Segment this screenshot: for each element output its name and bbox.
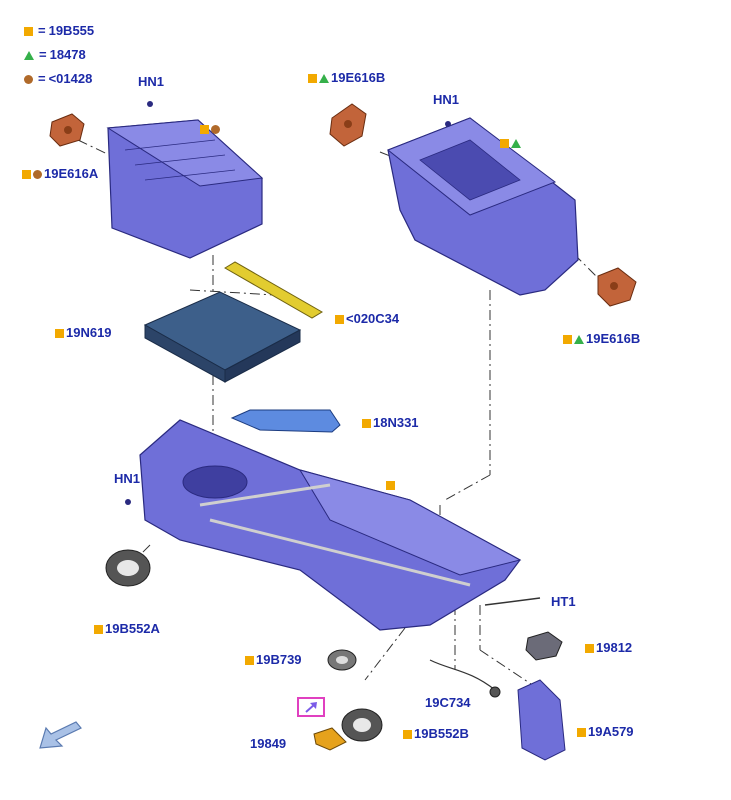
callout-19e616b-top[interactable]: 19E616B (308, 71, 385, 85)
upper-right-housing (387, 117, 579, 296)
square-marker-icon (308, 74, 317, 84)
markers-upper-left-housing (200, 122, 222, 136)
triangle-marker-icon (511, 139, 521, 149)
square-marker-icon (403, 730, 412, 740)
callout-hn1-upper-right[interactable]: HN1 (433, 92, 460, 107)
square-marker-icon (200, 125, 209, 135)
marker-main-housing (386, 478, 397, 492)
square-marker-icon (563, 335, 572, 345)
square-marker-icon (94, 625, 103, 635)
square-marker-icon (335, 315, 344, 325)
callout-19b552a[interactable]: 19B552A (94, 622, 160, 636)
square-marker-icon (585, 644, 594, 654)
navigate-back-arrow-icon[interactable] (38, 720, 84, 752)
triangle-marker-icon (574, 335, 584, 345)
upper-left-housing (106, 119, 264, 259)
gasket-19b552a (105, 549, 151, 587)
callout-19e616a[interactable]: 19E616A (22, 167, 98, 181)
callout-19b739[interactable]: 19B739 (245, 653, 302, 667)
circle-marker-icon (33, 170, 42, 180)
callout-19c734[interactable]: 19C734 (425, 695, 471, 710)
legend-item-square: =19B555 (24, 23, 94, 38)
cabin-air-filter-19n619 (143, 291, 302, 383)
callout-ht1[interactable]: HT1 (551, 594, 576, 609)
part-19849 (313, 727, 347, 751)
circle-marker-icon (24, 75, 33, 85)
markers-upper-right-housing (500, 136, 523, 150)
callout-19e616b-right[interactable]: 19E616B (563, 332, 640, 346)
actuator-19e616b-top (329, 103, 367, 147)
callout-19n619[interactable]: 19N619 (55, 326, 112, 340)
hn1-screws (125, 101, 451, 505)
sensor-19c734 (429, 659, 501, 698)
callout-19812[interactable]: 19812 (585, 641, 632, 655)
square-marker-icon (24, 27, 33, 37)
module-19a579 (517, 679, 566, 761)
legend-item-circle: =<01428 (24, 71, 92, 86)
square-marker-icon (55, 329, 64, 339)
filter-door-020c34 (224, 261, 323, 319)
circle-marker-icon (211, 125, 220, 135)
square-marker-icon (500, 139, 509, 149)
callout-18n331[interactable]: 18N331 (362, 416, 419, 430)
callout-19b552b[interactable]: 19B552B (403, 727, 469, 741)
callout-hn1-upper-left[interactable]: HN1 (138, 74, 165, 89)
duct-18n331 (230, 409, 341, 433)
square-marker-icon (577, 728, 586, 738)
highlighted-part-marker[interactable] (297, 697, 325, 717)
gasket-19b552b (341, 708, 383, 742)
diagonal-arrow-icon (305, 702, 317, 713)
legend-item-triangle: =18478 (24, 47, 86, 62)
actuator-19e616b-right (597, 267, 637, 307)
square-marker-icon (245, 656, 254, 666)
callout-19849[interactable]: 19849 (250, 736, 287, 751)
triangle-marker-icon (24, 51, 34, 61)
part-19812 (525, 631, 563, 661)
square-marker-icon (386, 481, 395, 491)
triangle-marker-icon (319, 74, 329, 84)
square-marker-icon (22, 170, 31, 180)
callout-hn1-lower[interactable]: HN1 (114, 471, 141, 486)
actuator-19e616a (49, 113, 85, 147)
callout-020c34[interactable]: <020C34 (335, 312, 399, 326)
callout-19a579[interactable]: 19A579 (577, 725, 634, 739)
seal-19b739 (327, 649, 357, 671)
sensor-ht1 (484, 597, 541, 606)
main-hvac-housing (139, 419, 522, 631)
square-marker-icon (362, 419, 371, 429)
